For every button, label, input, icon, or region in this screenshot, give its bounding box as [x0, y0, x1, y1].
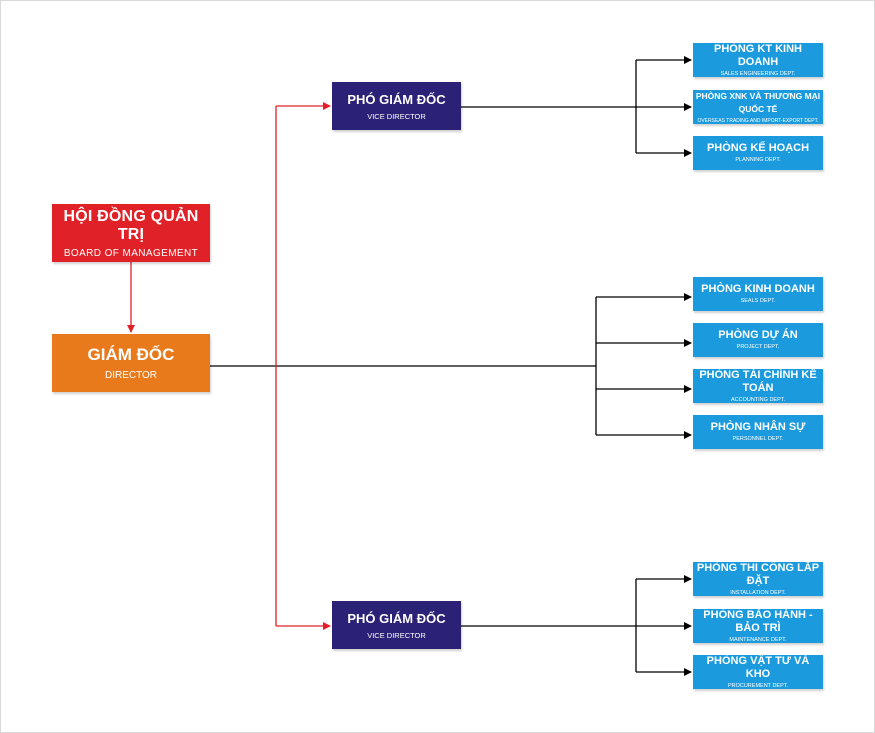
board-subtitle: BOARD OF MANAGEMENT	[63, 247, 199, 259]
dept-title: PHÒNG NHÂN SỰ	[710, 421, 806, 433]
dept-subtitle: SALES ENGINEERING DEPT.	[720, 70, 796, 77]
dept-subtitle: PERSONNEL DEPT.	[732, 436, 784, 442]
director-box: GIÁM ĐỐC DIRECTOR	[52, 334, 210, 392]
director-subtitle: DIRECTOR	[104, 370, 158, 381]
dept-maintenance-box: PHÒNG BẢO HÀNH - BẢO TRÌ MAINTENANCE DEP…	[693, 609, 823, 643]
dept-installation-box: PHÒNG THI CÔNG LẮP ĐẶT INSTALLATION DEPT…	[693, 562, 823, 596]
dept-planning-box: PHÒNG KẾ HOẠCH PLANNING DEPT.	[693, 136, 823, 170]
dept-subtitle: PLANNING DEPT.	[735, 157, 781, 163]
dept-title: PHÒNG VẬT TƯ VÀ KHO	[706, 654, 810, 680]
dept-personnel-box: PHÒNG NHÂN SỰ PERSONNEL DEPT.	[693, 415, 823, 449]
dept-subtitle: PROCUREMENT DEPT.	[727, 682, 789, 689]
director-title: GIÁM ĐỐC	[87, 345, 175, 364]
dept-title: PHÒNG DỰ ÁN	[718, 329, 798, 341]
dept-title: PHÒNG XNK VÀ THƯƠNG MẠI QUỐC TẾ	[695, 90, 821, 114]
vice-director-title: PHÓ GIÁM ĐỐC	[347, 610, 446, 626]
dept-subtitle: INSTALLATION DEPT.	[730, 589, 786, 596]
dept-subtitle: OVERSEAS TRADING AND IMPORT-EXPORT DEPT.	[697, 117, 819, 124]
dept-subtitle: SEALS DEPT.	[740, 298, 776, 304]
dept-project-box: PHÒNG DỰ ÁN PROJECT DEPT.	[693, 323, 823, 357]
dept-sales-engineering-box: PHÒNG KT KINH DOANH SALES ENGINEERING DE…	[693, 43, 823, 77]
vice-director-subtitle: VICE DIRECTOR	[367, 111, 426, 121]
dept-subtitle: ACCOUNTING DEPT.	[730, 396, 786, 403]
dept-title: PHÒNG KT KINH DOANH	[714, 42, 802, 68]
board-of-management-box: HỘI ĐỒNG QUẢN TRỊ BOARD OF MANAGEMENT	[52, 204, 210, 262]
board-title: HỘI ĐỒNG QUẢN TRỊ	[63, 207, 199, 243]
dept-title: PHÒNG TÀI CHÍNH KẾ TOÁN	[699, 368, 817, 394]
dept-title: PHÒNG BẢO HÀNH - BẢO TRÌ	[703, 608, 813, 634]
dept-accounting-box: PHÒNG TÀI CHÍNH KẾ TOÁN ACCOUNTING DEPT.	[693, 369, 823, 403]
vice-director-subtitle: VICE DIRECTOR	[367, 630, 426, 640]
dept-subtitle: PROJECT DEPT.	[736, 344, 780, 350]
dept-subtitle: MAINTENANCE DEPT.	[729, 636, 787, 643]
vice-director-box-2: PHÓ GIÁM ĐỐC VICE DIRECTOR	[332, 601, 461, 649]
dept-overseas-trading-box: PHÒNG XNK VÀ THƯƠNG MẠI QUỐC TẾ OVERSEAS…	[693, 90, 823, 124]
vice-director-box-1: PHÓ GIÁM ĐỐC VICE DIRECTOR	[332, 82, 461, 130]
dept-procurement-box: PHÒNG VẬT TƯ VÀ KHO PROCUREMENT DEPT.	[693, 655, 823, 689]
dept-title: PHÒNG KINH DOANH	[701, 283, 815, 295]
vice-director-title: PHÓ GIÁM ĐỐC	[347, 91, 446, 107]
dept-title: PHÒNG KẾ HOẠCH	[706, 142, 810, 154]
dept-sales-box: PHÒNG KINH DOANH SEALS DEPT.	[693, 277, 823, 311]
dept-title: PHÒNG THI CÔNG LẮP ĐẶT	[696, 561, 820, 587]
